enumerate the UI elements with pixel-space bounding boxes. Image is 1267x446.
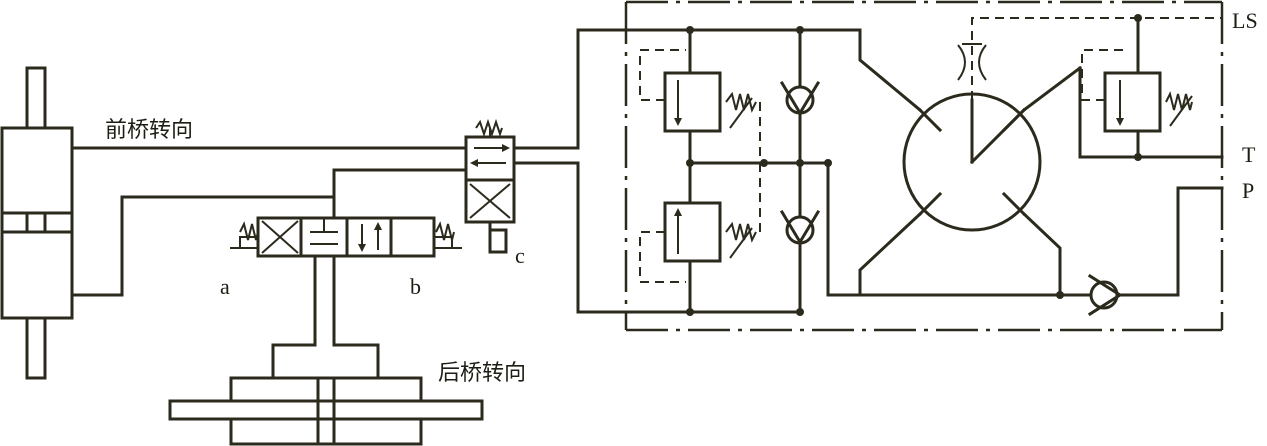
rear-axle-label: 后桥转向 (438, 361, 526, 386)
valve-b-label: b (410, 274, 421, 299)
solenoid-valve-c (464, 118, 516, 254)
line-to-valve-c (332, 168, 468, 220)
front-axle-label: 前桥转向 (105, 118, 193, 143)
valve-c-label: c (515, 243, 525, 268)
valve-a-label: a (220, 274, 230, 299)
pressure-line (1058, 186, 1224, 317)
relief-valve-right (1078, 16, 1224, 159)
rear-axle-cylinder (168, 254, 484, 446)
port-ls-label: LS (1232, 8, 1258, 33)
metering-motor (858, 17, 1222, 297)
port-p-label: P (1242, 178, 1254, 203)
directional-valve-ab (230, 216, 462, 258)
port-t-label: T (1242, 142, 1256, 167)
steering-unit-block (624, 0, 1224, 332)
front-axle-cylinder (0, 66, 74, 380)
